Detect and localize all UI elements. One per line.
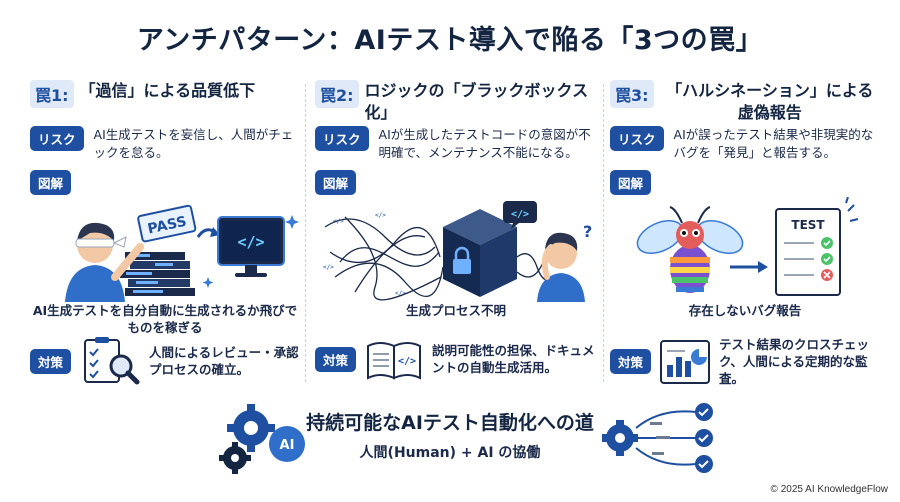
- audit-dashboard-icon: [660, 339, 711, 384]
- bottom-subtitle: 人間(Human) + AI の協働: [359, 445, 541, 461]
- trap-1-title: 「過信」による品質低下: [79, 81, 256, 100]
- code-stack-icon: [120, 252, 195, 296]
- trap-2-illustration: </> </> </> </> </>: [315, 197, 597, 302]
- documentation-book-icon: </>: [367, 342, 422, 380]
- svg-text:</>: </>: [237, 233, 264, 251]
- trap-3-title: 「ハルシネーション」による虚偽報告: [666, 81, 874, 122]
- trap-2-column: 罠2: ロジックの「ブラックボックス化」 リスク AIが生成したテストコードの意…: [315, 80, 597, 382]
- column-divider: [305, 84, 306, 382]
- trap-1-badge: 罠1:: [30, 80, 74, 108]
- trap-3-measure: 対策 テスト結果のクロスチェック、人間による定期的な監査。: [610, 336, 880, 387]
- bottom-title: 持続可能なAIテスト自動化への道: [306, 412, 594, 434]
- trap-3-illustration: TEST: [610, 197, 880, 302]
- trap-1-measure: 対策 人間によるレビュー・承認プロセスの確立。: [30, 336, 300, 386]
- trap-1-header: 罠1: 「過信」による品質低下: [30, 80, 300, 124]
- measure-label: 対策: [315, 346, 357, 372]
- bug-icon: [636, 206, 744, 293]
- pass-sign-icon: PASS: [137, 204, 197, 243]
- risk-label: リスク: [315, 126, 369, 151]
- blindfolded-person-icon: [65, 222, 144, 302]
- trap-2-badge: 罠2:: [315, 80, 359, 108]
- copyright: © 2025 AI KnowledgeFlow: [770, 484, 888, 495]
- risk-label: リスク: [610, 126, 664, 151]
- automation-flow-icon: [602, 403, 713, 473]
- svg-text:TEST: TEST: [791, 218, 825, 232]
- black-box-cube-icon: [443, 209, 517, 297]
- measure-label: 対策: [30, 348, 72, 374]
- page-title: アンチパターン：AIテスト導入で陥る「3つの罠」: [136, 25, 764, 56]
- svg-text:?: ?: [583, 222, 592, 241]
- figure-label: 図解: [610, 170, 652, 195]
- svg-text:</>: </>: [398, 356, 416, 367]
- svg-text:</>: </>: [333, 218, 344, 225]
- trap-3-badge: 罠3:: [610, 80, 654, 108]
- trap-2-measure: 対策 </> 説明可能性の担保、ドキュメントの自動生成活用。: [315, 336, 597, 382]
- trap-3-measure-text: テスト結果のクロスチェック、人間による定期的な監査。: [719, 337, 870, 386]
- measure-label: 対策: [610, 349, 652, 374]
- gears-icon: AI: [219, 404, 305, 474]
- figure-label: 図解: [30, 170, 72, 195]
- confused-person-icon: [537, 232, 585, 302]
- checklist-magnifier-icon: [84, 337, 140, 385]
- column-divider: [603, 84, 604, 382]
- test-report-icon: TEST: [775, 208, 841, 296]
- speech-bubble-icon: </>: [503, 201, 537, 229]
- trap-3-caption: 存在しないバグ報告: [688, 303, 802, 318]
- trap-1-column: 罠1: 「過信」による品質低下 リスク AI生成テストを妄信し、人間がチェックを…: [30, 80, 300, 385]
- trap-1-risk: リスク AI生成テストを妄信し、人間がチェックを怠る。: [30, 126, 300, 162]
- svg-text:</>: </>: [375, 212, 386, 219]
- bottom-section: AI 持続可能なAIテスト自動化への道 人間(Human) + AI の協働: [0, 398, 900, 478]
- trap-3-risk: リスク AIが誤ったテスト結果や非現実的なバグを「発見」と報告する。: [610, 126, 880, 162]
- svg-text:</>: </>: [511, 209, 529, 220]
- trap-3-header: 罠3: 「ハルシネーション」による虚偽報告: [610, 80, 880, 124]
- trap-1-risk-text: AI生成テストを妄信し、人間がチェックを怠る。: [93, 127, 294, 160]
- trap-3-column: 罠3: 「ハルシネーション」による虚偽報告 リスク AIが誤ったテスト結果や非現…: [610, 80, 880, 386]
- trap-1-caption: AI生成テストを自分自動に生成されるか飛びでものを稼ぎる: [32, 303, 298, 335]
- trap-3-risk-text: AIが誤ったテスト結果や非現実的なバグを「発見」と報告する。: [673, 127, 874, 160]
- svg-text:</>: </>: [395, 290, 406, 297]
- sparkle-icon: [202, 215, 299, 288]
- trap-2-risk: リスク AIが生成したテストコードの意図が不明確で、メンテナンス不能になる。: [315, 126, 597, 162]
- trap-2-measure-text: 説明可能性の担保、ドキュメントの自動生成活用。: [432, 343, 595, 375]
- trap-1-illustration: PASS </>: [30, 197, 300, 302]
- svg-text:</>: </>: [323, 264, 334, 271]
- risk-label: リスク: [30, 126, 84, 151]
- trap-2-risk-text: AIが生成したテストコードの意図が不明確で、メンテナンス不能になる。: [378, 127, 591, 160]
- trap-2-header: 罠2: ロジックの「ブラックボックス化」: [315, 80, 597, 124]
- figure-label: 図解: [315, 170, 357, 195]
- trap-1-measure-text: 人間によるレビュー・承認プロセスの確立。: [149, 345, 299, 377]
- trap-2-caption: 生成プロセス不明: [405, 303, 506, 318]
- tangled-lines-icon: [324, 216, 444, 301]
- trap-2-title: ロジックの「ブラックボックス化」: [364, 81, 589, 122]
- svg-text:AI: AI: [280, 438, 295, 453]
- monitor-icon: </>: [217, 216, 285, 277]
